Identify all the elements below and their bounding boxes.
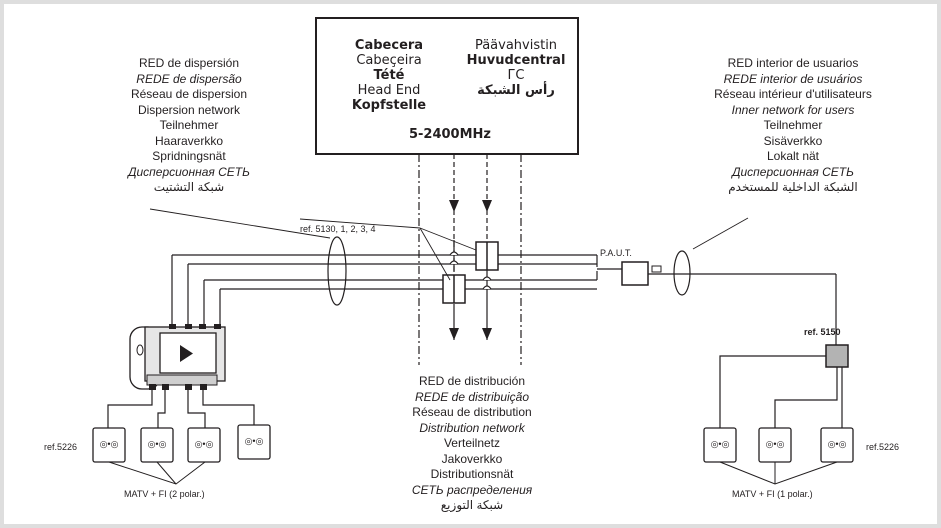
distribution-fr: Réseau de distribution	[412, 405, 532, 419]
outlet-left-4	[237, 424, 271, 460]
frequency-range: 5-2400MHz	[408, 127, 491, 142]
outlet-symbol-left-1: ◎•◎	[99, 439, 119, 449]
splitter-5150-box	[825, 344, 849, 368]
distribution-fi: Jakoverkko	[441, 451, 503, 466]
ref-5226-left-label: ref.5226	[44, 442, 78, 452]
riser-dashdot-lines	[418, 154, 522, 365]
head-end-names-col1: Cabecera Cabeçeira Tété Head End Kopfste…	[330, 38, 448, 113]
distribution-ru: СЕТЬ распределения	[411, 482, 533, 497]
matv-right-label: MATV + FI (1 polar.)	[732, 489, 813, 499]
distribution-de: Verteilnetz	[443, 436, 501, 450]
amplifier-unit	[129, 324, 226, 390]
outlet-symbol-left-4: ◎•◎	[244, 436, 264, 446]
distribution-es: RED de distribución	[418, 374, 526, 388]
crossing-hops	[449, 251, 492, 290]
inner-pt: REDE interior de usuários	[723, 71, 863, 86]
head-end-sv: Huvudcentral	[466, 53, 566, 68]
matv-brackets	[108, 461, 838, 485]
ref-5226-right-label: ref.5226	[866, 442, 900, 452]
dispersion-ru: Дисперсионная СЕТЬ	[128, 164, 250, 179]
outlet-symbol-right-3: ◎•◎	[827, 439, 847, 449]
arrow-down-1	[449, 200, 459, 212]
distribution-sv: Distributionsnät	[430, 467, 514, 481]
outlet-symbol-right-1: ◎•◎	[710, 439, 730, 449]
inner-bundle-ellipse	[673, 250, 691, 296]
dispersion-pt: REDE de dispersão	[136, 71, 242, 86]
outlet-left-3	[187, 427, 221, 463]
inner-en: Inner network for users	[731, 102, 855, 117]
outlet-boxes	[92, 424, 854, 463]
outlet-symbol-left-2: ◎•◎	[147, 439, 167, 449]
splitters	[442, 241, 499, 304]
head-end-fr: Tété	[373, 68, 405, 83]
matv-left-label: MATV + FI (2 polar.)	[124, 489, 205, 499]
outlet-symbol-right-2: ◎•◎	[765, 439, 785, 449]
dispersion-fr: Réseau de dispersion	[130, 87, 248, 101]
distribution-ar: شبكة التوزيع	[440, 498, 504, 512]
flow-arrows	[449, 200, 492, 340]
arrow-down-4	[482, 328, 492, 340]
paut-box	[621, 261, 649, 286]
play-icon	[180, 345, 193, 362]
inner-de: Teilnehmer	[763, 118, 823, 132]
distribution-en: Distribution network	[419, 420, 525, 435]
dispersion-es: RED de dispersión	[138, 56, 240, 70]
dispersion-bundle-ellipse	[327, 236, 347, 306]
distribution-network-labels: RED de distribución REDE de distribuição…	[372, 374, 572, 514]
ref-splitters-label: ref. 5130, 1, 2, 3, 4	[300, 224, 376, 234]
head-end-de: Kopfstelle	[351, 98, 427, 113]
dispersion-sv: Spridningsnät	[152, 149, 226, 163]
head-end-names-col2: Päävahvistin Huvudcentral ГС رأس الشبكة	[464, 38, 568, 98]
paut-connector	[651, 265, 662, 273]
inner-ar: الشبكة الداخلية للمستخدم	[728, 180, 858, 194]
inner-fi: Sisäverkko	[763, 133, 823, 148]
right-outlet-cables	[719, 355, 843, 428]
head-end-fi: Päävahvistin	[474, 38, 558, 53]
arrow-down-3	[449, 328, 459, 340]
inner-network-labels: RED interior de usuarios REDE interior d…	[688, 56, 898, 196]
left-outlet-cables	[107, 390, 255, 428]
head-end-box	[315, 17, 579, 155]
inner-ru: Дисперсионная СЕТЬ	[732, 164, 854, 179]
head-end-pt: Cabeçeira	[356, 53, 422, 68]
paut-label: P.A.U.T.	[600, 248, 632, 258]
head-end-en: Head End	[357, 83, 421, 98]
head-end-ar: رأس الشبكة	[477, 83, 555, 98]
head-end-es: Cabecera	[354, 38, 424, 53]
ref-5150-label: ref. 5150	[804, 327, 841, 337]
distribution-pt: REDE de distribuição	[414, 389, 530, 404]
inner-sv: Lokalt nät	[766, 149, 820, 163]
inner-fr: Réseau intérieur d'utilisateurs	[714, 87, 872, 101]
dispersion-fi: Haaraverkko	[154, 133, 224, 148]
ref-leader-lines	[149, 208, 749, 281]
dispersion-ar: شبكة التشتيت	[153, 180, 225, 194]
outlet-symbol-left-3: ◎•◎	[194, 439, 214, 449]
dispersion-network-labels: RED de dispersión REDE de dispersão Rése…	[108, 56, 270, 196]
dispersion-en: Dispersion network	[137, 102, 241, 117]
inner-es: RED interior de usuarios	[727, 56, 859, 70]
arrow-down-2	[482, 200, 492, 212]
dispersion-de: Teilnehmer	[159, 118, 219, 132]
head-end-ru: ГС	[507, 68, 525, 83]
